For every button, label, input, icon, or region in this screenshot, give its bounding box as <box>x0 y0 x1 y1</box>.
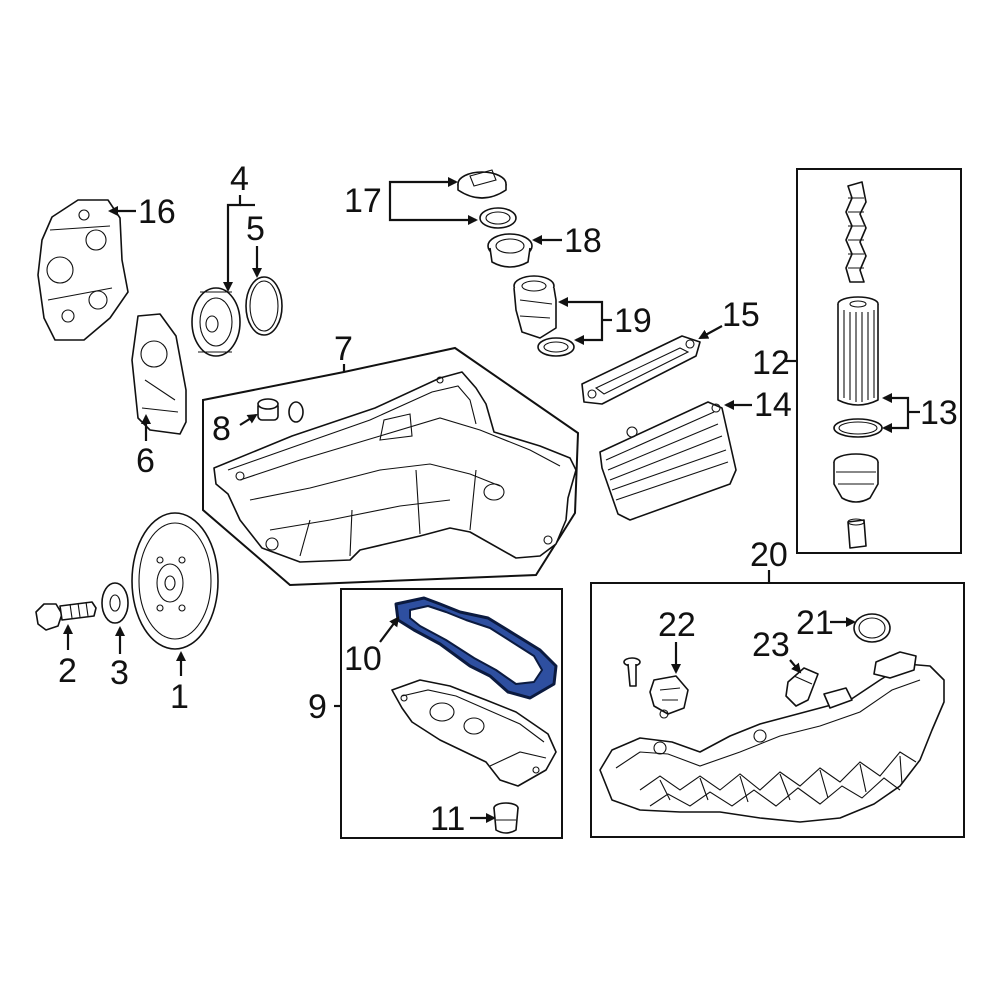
callout-5: 5 <box>246 210 265 248</box>
filter-o-ring-part <box>833 418 883 438</box>
callout-13: 13 <box>920 394 958 432</box>
callout-2: 2 <box>58 652 77 690</box>
callout-17: 17 <box>344 182 382 220</box>
filler-tube-part <box>513 275 557 339</box>
flywheel-part <box>131 512 219 650</box>
callout-21: 21 <box>796 604 834 642</box>
callout-15: 15 <box>722 296 760 334</box>
valve-screw-part <box>623 657 641 687</box>
callout-labels: 1 2 3 4 5 6 7 8 9 10 11 12 13 14 15 16 1… <box>58 160 958 838</box>
callout-8: 8 <box>212 410 231 448</box>
oil-pan-group-frame <box>202 346 580 587</box>
control-valve-part <box>649 675 689 719</box>
leader-13b <box>882 412 910 433</box>
lower-pan-gasket-part <box>394 596 558 700</box>
callout-4: 4 <box>230 160 249 198</box>
drain-plug-part <box>493 802 519 834</box>
filter-spring-part <box>845 181 867 283</box>
leader-10 <box>379 616 400 643</box>
filler-tube-gasket-part <box>537 337 575 357</box>
callout-16: 16 <box>138 193 176 231</box>
intake-manifold-part <box>599 651 945 823</box>
cover-gasket-part <box>131 313 187 435</box>
callout-11: 11 <box>430 800 465 838</box>
filler-neck-part <box>487 233 533 268</box>
filter-element-part <box>837 296 879 406</box>
callout-7: 7 <box>334 330 353 368</box>
upper-oil-pan-part <box>213 371 577 563</box>
filler-cap-part <box>457 169 507 199</box>
lower-oil-pan-part <box>391 679 557 787</box>
oil-cooler-part <box>599 401 737 521</box>
filler-seal-part <box>479 207 517 229</box>
manifold-seal-part <box>853 613 891 643</box>
callout-19: 19 <box>614 302 652 340</box>
leader-23 <box>789 659 802 674</box>
manifold-group-frame <box>590 582 965 838</box>
lower-pan-group-frame <box>340 588 563 839</box>
callout-9: 9 <box>308 688 327 726</box>
leader-13 <box>882 393 910 412</box>
callout-18: 18 <box>564 222 602 260</box>
leader-17 <box>388 177 458 200</box>
plug-8-part <box>257 398 304 423</box>
filter-group-frame <box>796 168 962 554</box>
callout-12: 12 <box>752 344 790 382</box>
leader-4 <box>223 195 242 292</box>
callout-1: 1 <box>170 678 189 716</box>
callout-10: 10 <box>344 640 382 678</box>
bolt-part <box>35 601 97 631</box>
cooler-gasket-part <box>581 335 701 405</box>
timing-cover-part <box>37 199 129 341</box>
callout-14: 14 <box>754 386 792 424</box>
leader-19b <box>574 320 604 345</box>
callout-22: 22 <box>658 606 696 644</box>
filter-housing-cap-part <box>833 453 879 503</box>
callout-6: 6 <box>136 442 155 480</box>
callout-20: 20 <box>750 536 788 574</box>
callout-3: 3 <box>110 654 129 692</box>
o-ring-5-part <box>245 276 283 336</box>
sensor-part <box>785 667 819 707</box>
pulley-part <box>191 287 241 357</box>
leader-8 <box>239 413 258 426</box>
washer-part <box>101 582 129 624</box>
leader-17b <box>388 200 478 225</box>
leader-15 <box>698 325 723 339</box>
filter-drain-plug-part <box>847 518 867 549</box>
callout-23: 23 <box>752 626 790 664</box>
leader-19 <box>558 297 604 320</box>
leader-lines <box>63 177 920 823</box>
